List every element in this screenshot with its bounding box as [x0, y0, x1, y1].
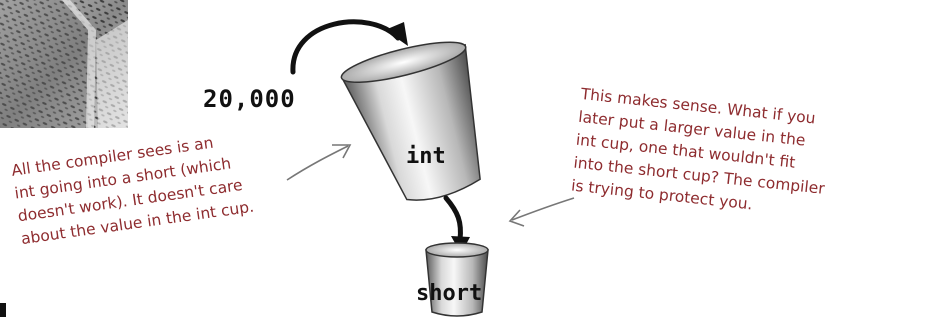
short-cup	[425, 242, 489, 317]
int-cup	[340, 41, 481, 201]
short-cup-label: short	[416, 281, 483, 306]
arrow-into-int-cup-head	[385, 22, 408, 46]
right-note-pointer	[508, 197, 575, 227]
seed-jar-image	[0, 0, 128, 128]
page-edge-mark	[0, 303, 6, 317]
arrow-into-int-cup	[290, 19, 401, 75]
left-note-pointer	[286, 144, 352, 181]
int-cup-label: int	[406, 144, 446, 169]
arrow-into-short-cup	[443, 195, 463, 243]
value-20000-label: 20,000	[203, 85, 296, 113]
seed-jar-photo	[0, 0, 128, 128]
